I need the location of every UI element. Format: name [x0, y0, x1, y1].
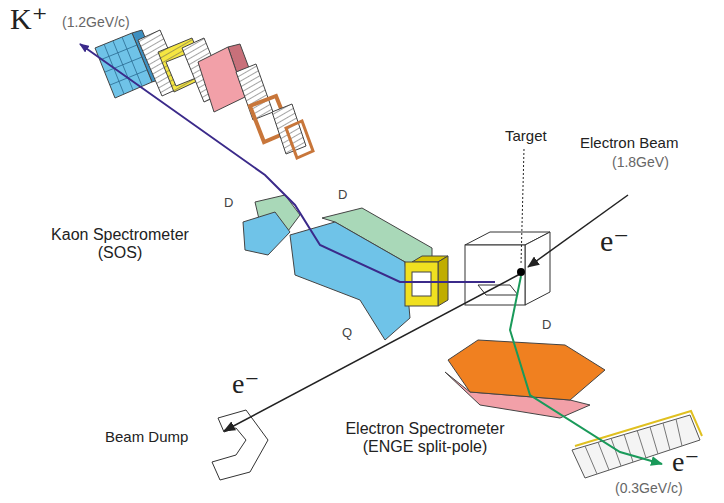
beam-dump	[212, 410, 268, 480]
target-chamber	[465, 232, 550, 305]
magnet-label: Q	[342, 326, 352, 341]
magnet-label: D	[224, 196, 233, 211]
dipole-magnet	[243, 212, 290, 255]
beam-to-dump-line	[224, 274, 520, 431]
momentum-label: (0.3GeV/c)	[615, 480, 683, 496]
particle-symbol: e⁻	[600, 224, 629, 259]
magnet-label: D	[542, 318, 551, 333]
part-name: Electron Spectrometer (ENGE split-pole)	[330, 420, 520, 457]
dipole-magnet	[448, 340, 605, 400]
part-name: Electron Beam	[580, 134, 678, 151]
kaon-track	[80, 44, 495, 282]
energy-label: (1.8GeV)	[612, 154, 669, 170]
target-dot	[517, 268, 525, 276]
part-name: Target	[505, 127, 547, 144]
dipole-magnet	[290, 222, 410, 340]
momentum-label: (1.2GeV/c)	[62, 14, 130, 30]
part-name: Beam Dump	[105, 428, 188, 445]
kaon-detectors	[95, 30, 313, 158]
part-name: Kaon Spectrometer (SOS)	[40, 226, 200, 263]
electron-detector	[572, 411, 702, 478]
magnet-label: D	[338, 188, 347, 203]
particle-symbol: e⁻	[672, 446, 699, 478]
leader-line	[521, 149, 524, 264]
particle-symbol: K⁺	[10, 2, 48, 37]
electron-track	[510, 276, 662, 464]
particle-symbol: e⁻	[232, 368, 259, 400]
